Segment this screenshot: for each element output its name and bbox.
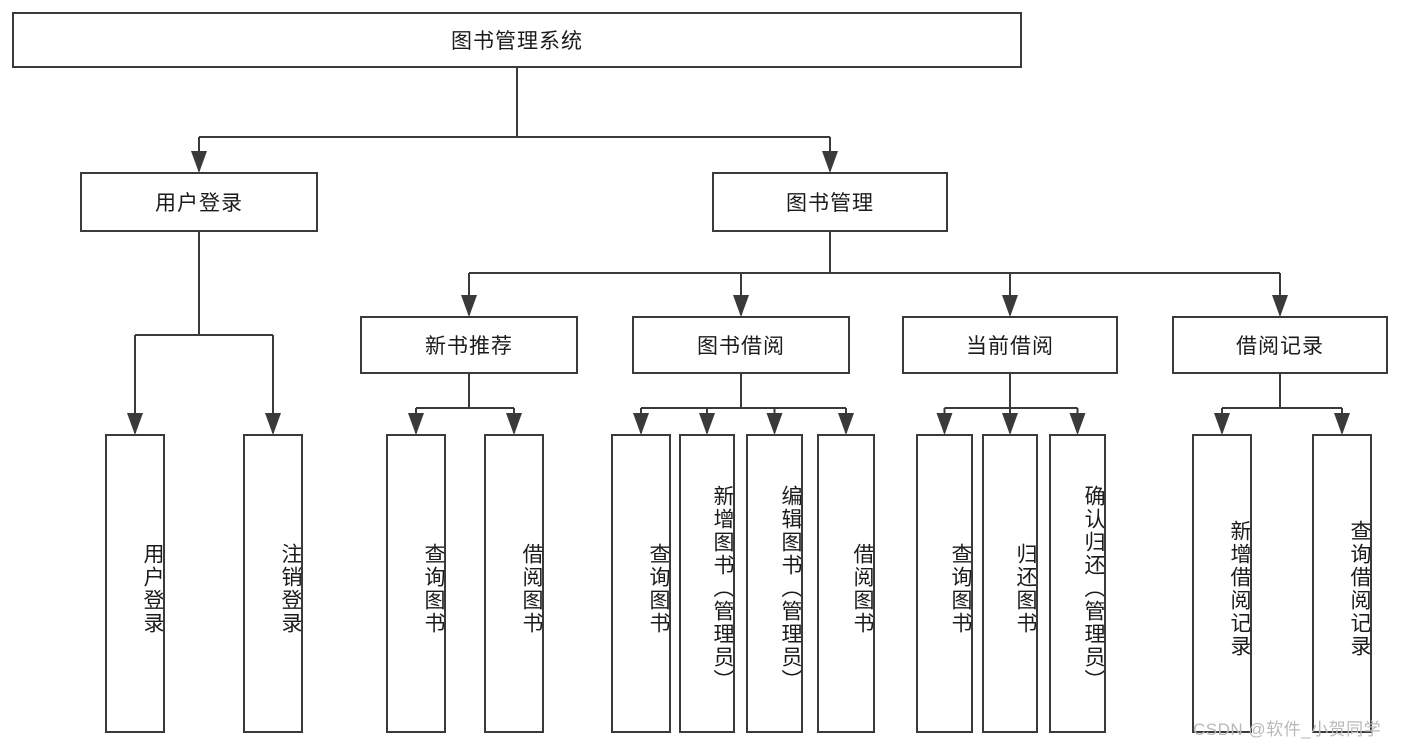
watermark-text: CSDN @软件_小贺同学	[1193, 720, 1382, 739]
node-leaf-add-record: 新增借阅记录	[1192, 434, 1252, 733]
arrowhead-icon	[1002, 295, 1018, 317]
arrowhead-icon	[1069, 413, 1086, 435]
arrowhead-icon	[699, 413, 715, 435]
node-leaf-query-book-1: 查询图书	[386, 434, 446, 733]
node-leaf-query-book-3: 查询图书	[916, 434, 973, 733]
node-book-borrow: 图书借阅	[632, 316, 850, 374]
node-leaf-return-book: 归还图书	[982, 434, 1038, 733]
arrowhead-icon	[733, 295, 749, 317]
arrowhead-icon	[506, 413, 522, 435]
node-label: 新增图书（管理员）	[711, 485, 734, 692]
arrowhead-icon	[408, 413, 424, 435]
node-label: 确认归还（管理员）	[1082, 485, 1105, 692]
node-label: 查询图书	[422, 542, 445, 635]
node-label: 借阅记录	[1236, 335, 1324, 358]
node-leaf-borrow-book-1: 借阅图书	[484, 434, 544, 733]
node-label: 借阅图书	[520, 542, 543, 635]
node-new-book-rec: 新书推荐	[360, 316, 578, 374]
node-leaf-edit-book: 编辑图书（管理员）	[746, 434, 803, 733]
node-leaf-confirm-return: 确认归还（管理员）	[1049, 434, 1106, 733]
node-label: 用户登录	[141, 542, 164, 635]
arrowhead-icon	[1002, 413, 1018, 435]
arrowhead-icon	[822, 151, 838, 173]
node-label: 查询图书	[647, 542, 670, 635]
node-leaf-add-book: 新增图书（管理员）	[679, 434, 735, 733]
node-root: 图书管理系统	[12, 12, 1022, 68]
arrowhead-icon	[191, 151, 207, 173]
node-label: 用户登录	[155, 192, 243, 215]
node-login: 用户登录	[80, 172, 318, 232]
node-label: 图书借阅	[697, 335, 785, 358]
arrowhead-icon	[936, 413, 953, 435]
node-label: 当前借阅	[966, 335, 1054, 358]
arrowhead-icon	[1334, 413, 1350, 435]
node-label: 图书管理	[786, 192, 874, 215]
arrowhead-icon	[461, 295, 477, 317]
arrowhead-icon	[838, 413, 854, 435]
node-label: 查询图书	[949, 542, 972, 635]
node-book-mgmt: 图书管理	[712, 172, 948, 232]
node-leaf-borrow-book-2: 借阅图书	[817, 434, 875, 733]
arrowhead-icon	[1214, 413, 1230, 435]
arrowhead-icon	[1272, 295, 1288, 317]
arrowhead-icon	[766, 413, 783, 435]
node-leaf-query-book-2: 查询图书	[611, 434, 671, 733]
node-label: 借阅图书	[851, 542, 874, 635]
node-borrow-record: 借阅记录	[1172, 316, 1388, 374]
node-label: 注销登录	[279, 542, 302, 635]
node-label: 新增借阅记录	[1228, 519, 1251, 658]
arrowhead-icon	[633, 413, 649, 435]
node-label: 新书推荐	[425, 335, 513, 358]
arrowhead-icon	[127, 413, 143, 435]
node-label: 查询借阅记录	[1348, 519, 1371, 658]
node-current-borrow: 当前借阅	[902, 316, 1118, 374]
node-label: 图书管理系统	[451, 30, 583, 53]
arrowhead-icon	[265, 413, 281, 435]
node-leaf-logout: 注销登录	[243, 434, 303, 733]
node-label: 编辑图书（管理员）	[779, 485, 802, 692]
node-leaf-query-record: 查询借阅记录	[1312, 434, 1372, 733]
node-label: 归还图书	[1014, 542, 1037, 635]
node-leaf-user-login: 用户登录	[105, 434, 165, 733]
